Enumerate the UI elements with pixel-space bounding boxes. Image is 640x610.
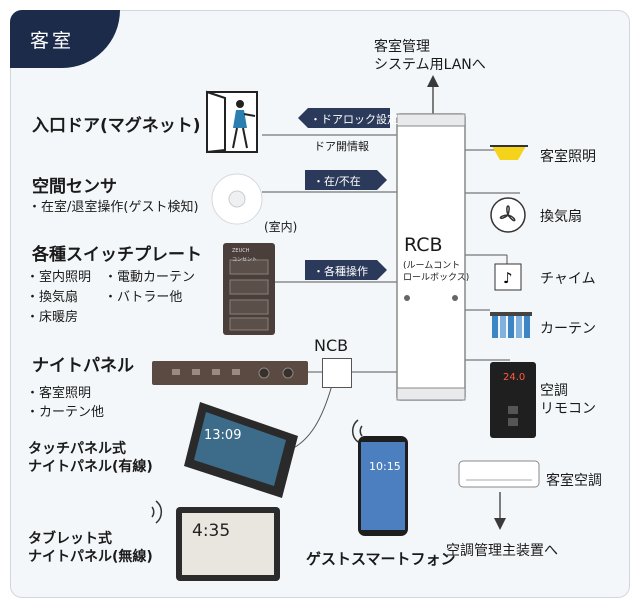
rcb-title: RCB [404, 234, 443, 256]
right-fan: 換気扇 [540, 209, 582, 225]
touch-screen-time: 13:09 [204, 428, 242, 443]
right-light: 客室照明 [540, 149, 596, 165]
curtain-icon [490, 312, 532, 338]
sensor-note: (室内) [264, 220, 298, 234]
night-title: ナイトパネル [32, 356, 134, 376]
svg-text:♪: ♪ [503, 269, 513, 287]
night-item-1: ・客室照明 [26, 386, 92, 401]
tablet-screen-time: 4:35 [192, 521, 231, 541]
rcb-sub-1: (ルームコント [403, 261, 461, 271]
remote-screen-value: 24.0 [503, 372, 526, 383]
rcb-sub-2: ロールボックス) [403, 273, 470, 283]
switch-item-1: ・室内照明 [26, 270, 92, 285]
rcb-box [396, 113, 466, 401]
phone-time: 10:15 [369, 460, 401, 473]
wifi-icon-touch [351, 419, 363, 443]
presence-arrow [305, 170, 387, 190]
right-aircon: 客室空調 [546, 473, 602, 489]
lamp-icon [490, 145, 528, 160]
switch-item-2: ・電動カーテン [104, 270, 196, 285]
ncb-label: NCB [314, 336, 349, 355]
door-lock-label: ・ドアロック設定 [310, 113, 398, 126]
tab-title: 客室 [10, 10, 120, 68]
night-panel-icon [152, 361, 308, 385]
top-label-2: システム用LANへ [374, 57, 486, 73]
operations-label: ・各種操作 [313, 265, 368, 278]
switch-item-5: ・床暖房 [26, 310, 79, 325]
touch-title-1: タッチパネル式 [28, 441, 126, 457]
touch-panel-icon [184, 402, 298, 498]
aircon-icon [458, 460, 540, 488]
night-item-2: ・カーテン他 [26, 405, 105, 420]
wifi-icon-tablet [151, 500, 163, 524]
ac-remote-icon [490, 362, 536, 438]
switch-panel-label-1: ZEUCH [232, 248, 250, 254]
operations-arrow [305, 260, 387, 280]
right-chime: チャイム [540, 271, 596, 287]
sensor-desc: ・在室/退室操作(ゲスト検知) [28, 200, 199, 215]
switch-plate-icon [223, 243, 275, 335]
tablet-icon [176, 507, 280, 581]
top-label-1: 客室管理 [374, 39, 430, 55]
tablet-title-1: タブレット式 [28, 531, 112, 547]
switch-title: 各種スイッチプレート [32, 245, 202, 265]
sensor-icon [211, 173, 263, 225]
tablet-title-2: ナイトパネル(無線) [28, 549, 153, 565]
phone-label: ゲストスマートフォン [306, 550, 456, 568]
door-lock-arrow [298, 108, 390, 128]
right-ac-main: 空調管理主装置へ [446, 543, 558, 559]
sensor-title: 空間センサ [32, 177, 117, 197]
chime-icon: ♪ [494, 263, 522, 291]
presence-label: ・在/不在 [313, 175, 361, 188]
door-icon [206, 90, 258, 154]
right-remote-1: 空調 [540, 383, 568, 399]
smartphone-icon [358, 436, 408, 536]
right-remote-2: リモコン [540, 401, 596, 417]
right-curtain: カーテン [540, 321, 596, 337]
switch-panel-label-2: コンセント [232, 257, 258, 263]
switch-item-3: ・換気扇 [26, 290, 79, 305]
ncb-box [322, 358, 352, 388]
switch-item-4: ・バトラー他 [104, 290, 183, 305]
door-info-label: ドア開情報 [314, 140, 369, 153]
fan-icon [490, 197, 526, 233]
touch-title-2: ナイトパネル(有線) [28, 459, 153, 475]
door-title: 入口ドア(マグネット) [32, 116, 201, 136]
